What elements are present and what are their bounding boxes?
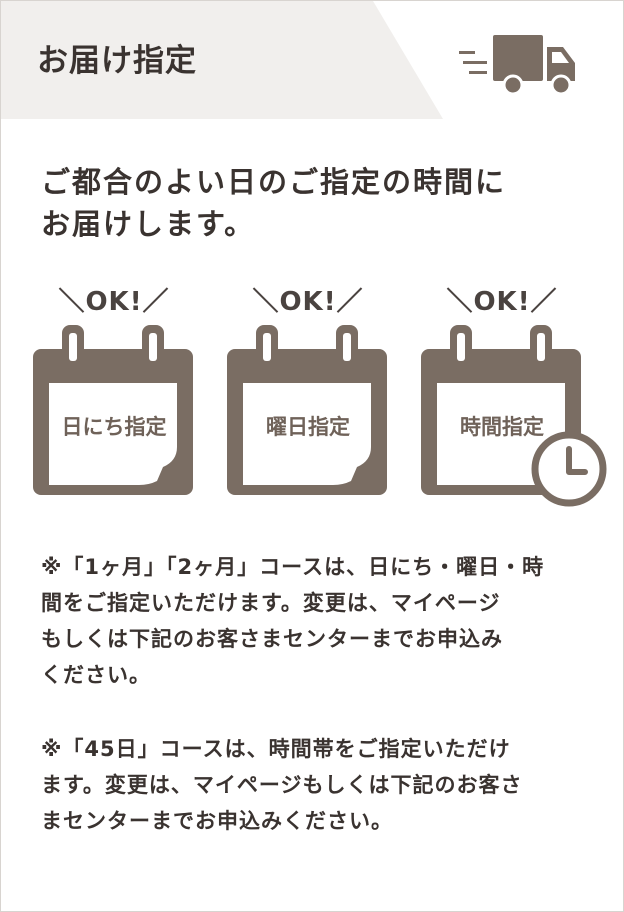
calendar-time: ＼OK!／ 時間指定 [417, 281, 607, 511]
note-line: ます。変更は、マイページもしくは下記のお客さ [41, 773, 523, 797]
calendar-weekday: ＼OK!／ 曜日指定 [223, 281, 393, 511]
header-background [1, 1, 443, 119]
calendar-clock-icon [421, 325, 607, 507]
course-note-monthly: ※「1ヶ月」「2ヶ月」コースは、日にち・曜日・時 間をご指定いただけます。変更は… [41, 549, 591, 693]
calendar-label: 日にち指定 [61, 415, 167, 439]
delivery-truck-icon [459, 35, 575, 96]
note-line: 間をご指定いただけます。変更は、マイページ [41, 591, 501, 615]
course-note-45days: ※「45日」コースは、時間帯をご指定いただけ ます。変更は、マイページもしくは下… [41, 731, 591, 839]
note-line: ※「1ヶ月」「2ヶ月」コースは、日にち・曜日・時 [41, 555, 545, 579]
calendar-label: 曜日指定 [266, 415, 350, 439]
calendar-icon [227, 325, 387, 495]
note-line: もしくは下記のお客さまセンターまでお申込み [41, 627, 503, 651]
calendar-icon [33, 325, 193, 495]
ok-label: ＼OK!／ [58, 287, 170, 317]
note-line: ※「45日」コースは、時間帯をご指定いただけ [41, 737, 511, 761]
ok-label: ＼OK!／ [446, 287, 558, 317]
panel-title: お届け指定 [37, 43, 197, 79]
note-line: まセンターまでお申込みください。 [41, 809, 393, 833]
lead-text: ご都合のよい日のご指定の時間に お届けします。 [41, 161, 601, 245]
lead-line: お届けします。 [41, 207, 256, 241]
lead-line: ご都合のよい日のご指定の時間に [41, 165, 507, 199]
calendar-date: ＼OK!／ 日にち指定 [29, 281, 199, 511]
note-line: ください。 [41, 663, 151, 687]
panel-header: お届け指定 [1, 1, 623, 119]
calendar-label: 時間指定 [460, 415, 544, 439]
ok-label: ＼OK!／ [252, 287, 364, 317]
